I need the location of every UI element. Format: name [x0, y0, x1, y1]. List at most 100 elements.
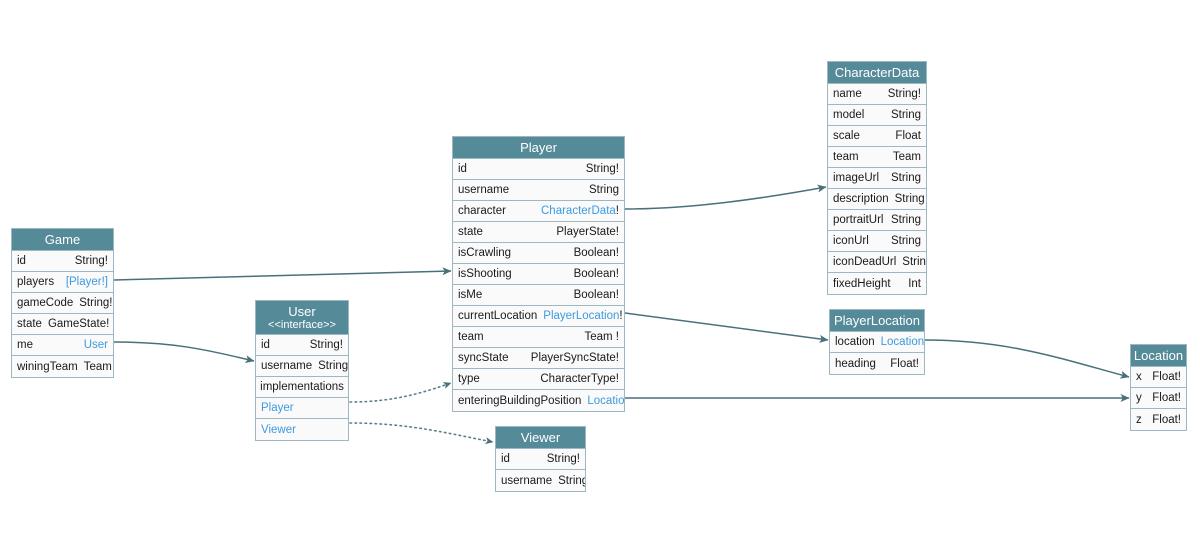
field-row[interactable]: state GameState! — [12, 314, 113, 335]
field-row[interactable]: team Team — [828, 147, 926, 168]
edge-playerlocation-location-to-location — [924, 339, 1130, 379]
field-row[interactable]: name String! — [828, 84, 926, 105]
edge-game-players-to-player — [113, 267, 452, 281]
field-row[interactable]: model String — [828, 105, 926, 126]
field-row[interactable]: winingTeam Team — [12, 356, 113, 377]
field-name: description — [833, 193, 889, 205]
field-row[interactable]: type CharacterType! — [453, 369, 624, 390]
field-row[interactable]: id String! — [12, 251, 113, 272]
entity-viewer[interactable]: Viewer id String! username String — [495, 426, 586, 492]
field-row[interactable]: team Team ! — [453, 327, 624, 348]
entity-location[interactable]: Location x Float! y Float! z Float! — [1130, 344, 1187, 431]
field-row[interactable]: character CharacterData! — [453, 201, 624, 222]
field-row[interactable]: username String — [496, 470, 585, 491]
field-type: Float — [895, 130, 921, 142]
field-row[interactable]: x Float! — [1131, 367, 1186, 388]
field-row[interactable]: id String! — [453, 159, 624, 180]
field-name: isMe — [458, 289, 483, 301]
field-type: CharacterType! — [540, 373, 619, 385]
field-row[interactable]: gameCode String! — [12, 293, 113, 314]
implementation-item-viewer[interactable]: Viewer — [256, 419, 348, 440]
field-name: isShooting — [458, 268, 512, 280]
field-row[interactable]: syncState PlayerSyncState! — [453, 348, 624, 369]
field-type: String! — [887, 88, 921, 100]
field-name: heading — [835, 357, 876, 370]
field-name: gameCode — [17, 297, 74, 309]
field-row[interactable]: id String! — [256, 335, 348, 356]
field-type: Float! — [1152, 371, 1181, 383]
field-type: Float! — [890, 357, 919, 370]
entity-game[interactable]: Game id String! players [Player!] gameCo… — [11, 228, 114, 378]
field-row[interactable]: description String — [828, 189, 926, 210]
field-row[interactable]: fixedHeight Int — [828, 273, 926, 294]
field-name: iconDeadUrl — [833, 256, 897, 268]
field-name: username — [261, 360, 313, 372]
field-type: String — [890, 235, 921, 247]
field-type-link[interactable]: PlayerLocation — [543, 310, 620, 322]
field-row[interactable]: imageUrl String — [828, 168, 926, 189]
field-row[interactable]: iconDeadUrl String — [828, 252, 926, 273]
field-row[interactable]: username String — [256, 356, 348, 377]
field-row[interactable]: players [Player!] — [12, 272, 113, 293]
implementation-item-player[interactable]: Player — [256, 398, 348, 419]
field-name: username — [501, 474, 553, 487]
field-name: type — [458, 373, 480, 385]
field-row[interactable]: z Float! — [1131, 409, 1186, 430]
field-name: id — [261, 339, 270, 351]
field-name: winingTeam — [17, 360, 78, 373]
entity-player[interactable]: Player id String! username String charac… — [452, 136, 625, 412]
implementation-label[interactable]: Viewer — [261, 423, 296, 436]
field-type-link[interactable]: CharacterData — [541, 205, 616, 217]
field-type: PlayerState! — [556, 226, 619, 238]
field-name: portraitUrl — [833, 214, 884, 226]
field-name: me — [17, 339, 33, 351]
field-type: Team — [83, 360, 112, 373]
field-name: username — [458, 184, 510, 196]
field-row[interactable]: iconUrl String — [828, 231, 926, 252]
field-name: state — [458, 226, 483, 238]
entity-user[interactable]: User <<interface>> id String! username S… — [255, 300, 349, 441]
field-type: String! — [546, 453, 580, 465]
field-type-link[interactable]: Location — [587, 394, 624, 407]
field-type: String! — [74, 255, 108, 267]
implementation-label[interactable]: Player — [261, 402, 294, 414]
entity-title-characterdata: CharacterData — [828, 62, 926, 84]
field-type: CharacterData! — [541, 205, 619, 217]
field-type: String — [894, 193, 925, 205]
field-type-link[interactable]: [Player!] — [65, 276, 108, 288]
field-row[interactable]: enteringBuildingPosition Location — [453, 390, 624, 411]
field-name: x — [1136, 371, 1142, 383]
field-type: Boolean! — [573, 289, 619, 301]
field-row[interactable]: username String — [453, 180, 624, 201]
field-row[interactable]: me User — [12, 335, 113, 356]
entity-playerlocation[interactable]: PlayerLocation location Location! headin… — [829, 309, 925, 375]
field-name: syncState — [458, 352, 509, 364]
field-row[interactable]: isCrawling Boolean! — [453, 243, 624, 264]
field-row[interactable]: y Float! — [1131, 388, 1186, 409]
edge-player-character-to-characterdata — [624, 184, 827, 210]
field-row[interactable]: scale Float — [828, 126, 926, 147]
field-row[interactable]: location Location! — [830, 332, 924, 353]
field-type: String — [890, 214, 921, 226]
field-row[interactable]: isMe Boolean! — [453, 285, 624, 306]
field-type-link[interactable]: Location — [880, 336, 924, 348]
entity-title-player: Player — [453, 137, 624, 159]
field-row[interactable]: isShooting Boolean! — [453, 264, 624, 285]
entity-title-playerlocation: PlayerLocation — [830, 310, 924, 332]
field-row[interactable]: state PlayerState! — [453, 222, 624, 243]
field-row[interactable]: id String! — [496, 449, 585, 470]
field-name: scale — [833, 130, 860, 142]
field-type: Float! — [1152, 392, 1181, 404]
edge-game-me-to-user — [113, 341, 255, 363]
field-row[interactable]: portraitUrl String — [828, 210, 926, 231]
entity-characterdata[interactable]: CharacterData name String! model String … — [827, 61, 927, 295]
field-row[interactable]: heading Float! — [830, 353, 924, 374]
field-row-implementations: implementations — [256, 377, 348, 398]
field-type: Team — [892, 151, 921, 163]
edge-user-implements-player — [349, 382, 452, 403]
field-row[interactable]: currentLocation PlayerLocation! — [453, 306, 624, 327]
field-name: name — [833, 88, 862, 100]
field-name: y — [1136, 392, 1142, 404]
field-type-link[interactable]: User — [83, 339, 108, 351]
